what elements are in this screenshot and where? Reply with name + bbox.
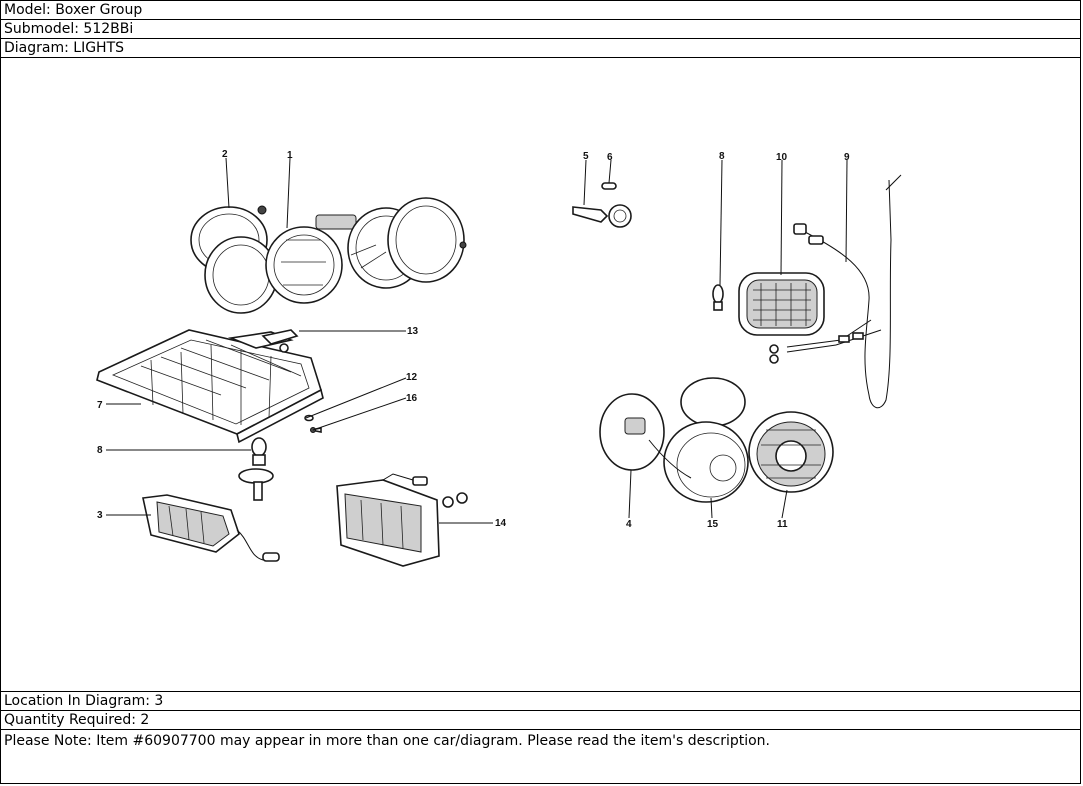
callout-16: 16 bbox=[406, 393, 418, 404]
quantity-row: Quantity Required: 2 bbox=[0, 711, 1081, 730]
callout-15: 15 bbox=[707, 519, 719, 530]
callout-3: 3 bbox=[97, 510, 103, 521]
callout-8-bottom: 8 bbox=[97, 445, 103, 456]
bulb-top bbox=[712, 284, 724, 311]
note-text: Please Note: Item #60907700 may appear i… bbox=[4, 733, 771, 749]
callout-11: 11 bbox=[777, 519, 788, 530]
callout-8-top: 8 bbox=[719, 151, 725, 162]
parts-diagram-svg: 1 2 3 4 5 6 7 8 8 9 10 11 12 13 14 15 16 bbox=[96, 149, 902, 567]
parts-diagram: 1 2 3 4 5 6 7 8 8 9 10 11 12 13 14 15 16 bbox=[1, 59, 1080, 692]
model-row: Model: Boxer Group bbox=[0, 1, 1081, 20]
headlamp-cover bbox=[96, 329, 324, 444]
headlight-assembly bbox=[190, 197, 467, 314]
callout-14: 14 bbox=[495, 518, 507, 529]
callout-leaders bbox=[106, 157, 848, 524]
diagram-title: Diagram: LIGHTS bbox=[4, 40, 125, 56]
wiring-harness bbox=[793, 174, 902, 409]
diagram-title-row: Diagram: LIGHTS bbox=[0, 39, 1081, 58]
front-indicator bbox=[142, 494, 280, 562]
side-marker-lamp bbox=[738, 272, 842, 364]
callout-6: 6 bbox=[607, 152, 613, 163]
fog-lamp bbox=[336, 473, 468, 567]
callout-4: 4 bbox=[626, 519, 632, 530]
bracket bbox=[261, 329, 299, 353]
callout-5: 5 bbox=[583, 151, 589, 162]
quantity-label: Quantity Required: 2 bbox=[4, 712, 150, 728]
callout-numbers: 1 2 3 4 5 6 7 8 8 9 10 11 12 13 14 15 16 bbox=[97, 149, 850, 530]
submodel-label: Submodel: 512BBi bbox=[4, 21, 134, 37]
callout-2: 2 bbox=[222, 149, 228, 160]
tail-lamp-assembly bbox=[599, 377, 834, 503]
callout-13: 13 bbox=[407, 326, 419, 337]
bulb-socket bbox=[238, 437, 274, 501]
note-row: Please Note: Item #60907700 may appear i… bbox=[0, 730, 1081, 783]
callout-10: 10 bbox=[776, 152, 788, 163]
submodel-row: Submodel: 512BBi bbox=[0, 20, 1081, 39]
model-label: Model: Boxer Group bbox=[4, 2, 143, 18]
location-row: Location In Diagram: 3 bbox=[0, 692, 1081, 711]
location-label: Location In Diagram: 3 bbox=[4, 693, 164, 709]
callout-7: 7 bbox=[97, 400, 103, 411]
callout-9: 9 bbox=[844, 152, 850, 163]
callout-12: 12 bbox=[406, 372, 418, 383]
callout-1: 1 bbox=[287, 150, 293, 161]
bulb-holder bbox=[572, 182, 632, 228]
